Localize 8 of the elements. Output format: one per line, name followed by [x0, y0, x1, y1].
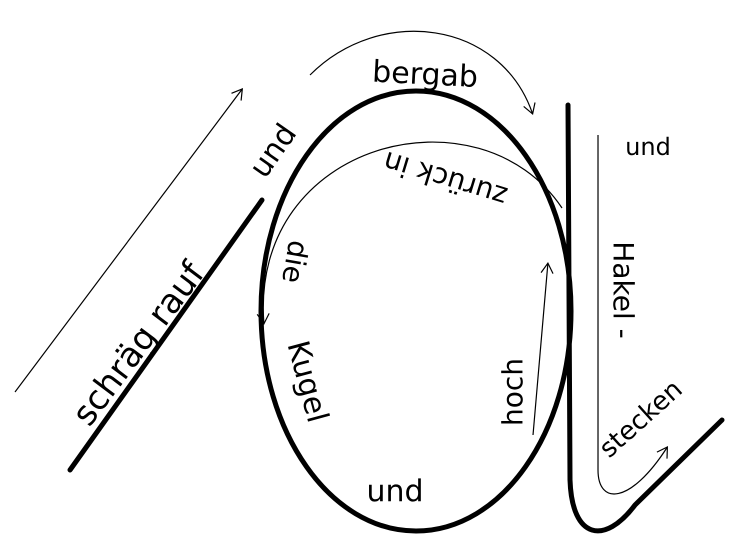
handwritten-label: bergab	[374, 58, 476, 91]
handwritten-label: zurück in	[386, 152, 508, 203]
handwritten-label: Kugel	[288, 341, 330, 422]
handwritten-label: und	[369, 478, 421, 502]
handwritten-label: Hakel -	[613, 244, 635, 338]
handwritten-label: die	[282, 242, 308, 282]
handwritten-label: und	[627, 136, 669, 156]
handwritten-label: hoch	[501, 360, 523, 424]
